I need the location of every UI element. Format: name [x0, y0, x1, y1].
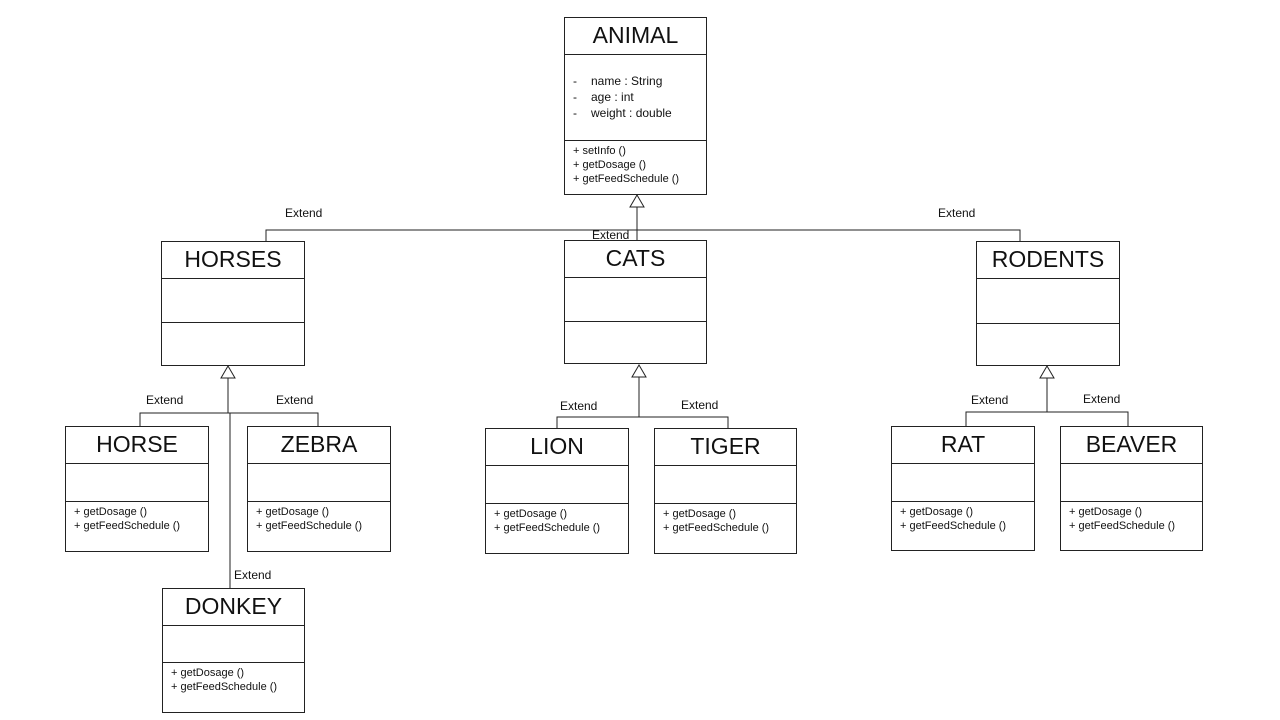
class-zebra[interactable]: ZEBRA + getDosage () + getFeedSchedule (…	[247, 426, 391, 552]
method-row: + getDosage ()	[900, 506, 974, 518]
attribute-row: -age : int	[573, 90, 634, 104]
inheritance-arrow-animal	[629, 194, 645, 208]
method-row: + getDosage ()	[1069, 506, 1143, 518]
class-name: CATS	[565, 241, 706, 278]
class-name: ANIMAL	[565, 18, 706, 55]
methods-compartment: + setInfo () + getDosage () + getFeedSch…	[565, 141, 706, 189]
methods-compartment: + getDosage () + getFeedSchedule ()	[66, 502, 208, 536]
attributes-compartment	[892, 464, 1034, 502]
relation-label-tiger-cats: Extend	[681, 398, 719, 412]
relation-label-zebra-horses: Extend	[276, 393, 314, 407]
inheritance-arrow-rodents	[1039, 365, 1055, 379]
class-name: LION	[486, 429, 628, 466]
attribute-row: -name : String	[573, 74, 663, 88]
relation-label-rodents-animal: Extend	[938, 206, 976, 220]
connector-rodents-animal	[637, 229, 1021, 241]
method-row: + getDosage ()	[256, 506, 330, 518]
class-horse[interactable]: HORSE + getDosage () + getFeedSchedule (…	[65, 426, 209, 552]
method-row: + getFeedSchedule ()	[494, 522, 601, 534]
connector-horse-horses	[139, 412, 319, 427]
method-row: + getDosage ()	[573, 159, 647, 171]
class-name: DONKEY	[163, 589, 304, 626]
attributes-compartment	[977, 279, 1119, 324]
methods-compartment: + getDosage () + getFeedSchedule ()	[163, 663, 304, 697]
methods-compartment	[162, 323, 304, 329]
methods-compartment: + getDosage () + getFeedSchedule ()	[655, 504, 796, 538]
method-row: + getFeedSchedule ()	[171, 681, 278, 693]
attributes-compartment	[163, 626, 304, 663]
method-row: + getFeedSchedule ()	[256, 520, 363, 532]
methods-compartment: + getDosage () + getFeedSchedule ()	[892, 502, 1034, 536]
attributes-compartment	[486, 466, 628, 504]
methods-compartment	[977, 324, 1119, 330]
inheritance-arrow-cats	[631, 364, 647, 378]
connector-horses-animal	[265, 229, 637, 241]
relation-label-rat-rodents: Extend	[971, 393, 1009, 407]
attribute-row: -weight : double	[573, 106, 672, 120]
class-name: BEAVER	[1061, 427, 1202, 464]
class-tiger[interactable]: TIGER + getDosage () + getFeedSchedule (…	[654, 428, 797, 554]
class-horses[interactable]: HORSES	[161, 241, 305, 366]
method-row: + getFeedSchedule ()	[1069, 520, 1176, 532]
connector-lion-tiger-cats	[556, 416, 729, 429]
class-rat[interactable]: RAT + getDosage () + getFeedSchedule ()	[891, 426, 1035, 551]
attributes-compartment	[66, 464, 208, 502]
class-cats[interactable]: CATS	[564, 240, 707, 364]
connector-rat-beaver-rodents	[965, 411, 1129, 427]
relation-label-lion-cats: Extend	[560, 399, 598, 413]
methods-compartment: + getDosage () + getFeedSchedule ()	[248, 502, 390, 536]
method-row: + getFeedSchedule ()	[900, 520, 1007, 532]
attributes-compartment	[162, 279, 304, 323]
class-rodents[interactable]: RODENTS	[976, 241, 1120, 366]
class-animal[interactable]: ANIMAL -name : String -age : int -weight…	[564, 17, 707, 195]
method-row: + getDosage ()	[171, 667, 245, 679]
attributes-compartment	[565, 278, 706, 322]
relation-label-cats-animal: Extend	[592, 228, 630, 242]
methods-compartment	[565, 322, 706, 328]
attributes-compartment	[655, 466, 796, 504]
relation-label-horse-horses: Extend	[146, 393, 184, 407]
relation-label-donkey-horses: Extend	[234, 568, 272, 582]
class-beaver[interactable]: BEAVER + getDosage () + getFeedSchedule …	[1060, 426, 1203, 551]
attributes-compartment: -name : String -age : int -weight : doub…	[565, 55, 706, 141]
class-name: RODENTS	[977, 242, 1119, 279]
methods-compartment: + getDosage () + getFeedSchedule ()	[486, 504, 628, 538]
inheritance-arrow-horses	[220, 365, 236, 379]
class-donkey[interactable]: DONKEY + getDosage () + getFeedSchedule …	[162, 588, 305, 713]
class-lion[interactable]: LION + getDosage () + getFeedSchedule ()	[485, 428, 629, 554]
method-row: + getDosage ()	[494, 508, 568, 520]
class-name: TIGER	[655, 429, 796, 466]
attributes-compartment	[248, 464, 390, 502]
class-name: ZEBRA	[248, 427, 390, 464]
method-row: + getDosage ()	[663, 508, 737, 520]
class-name: HORSE	[66, 427, 208, 464]
method-row: + getDosage ()	[74, 506, 148, 518]
method-row: + setInfo ()	[573, 145, 626, 157]
method-row: + getFeedSchedule ()	[74, 520, 181, 532]
class-name: HORSES	[162, 242, 304, 279]
class-name: RAT	[892, 427, 1034, 464]
attributes-compartment	[1061, 464, 1202, 502]
method-row: + getFeedSchedule ()	[573, 173, 680, 185]
method-row: + getFeedSchedule ()	[663, 522, 770, 534]
methods-compartment: + getDosage () + getFeedSchedule ()	[1061, 502, 1202, 536]
relation-label-horses-animal: Extend	[285, 206, 323, 220]
relation-label-beaver-rodents: Extend	[1083, 392, 1121, 406]
